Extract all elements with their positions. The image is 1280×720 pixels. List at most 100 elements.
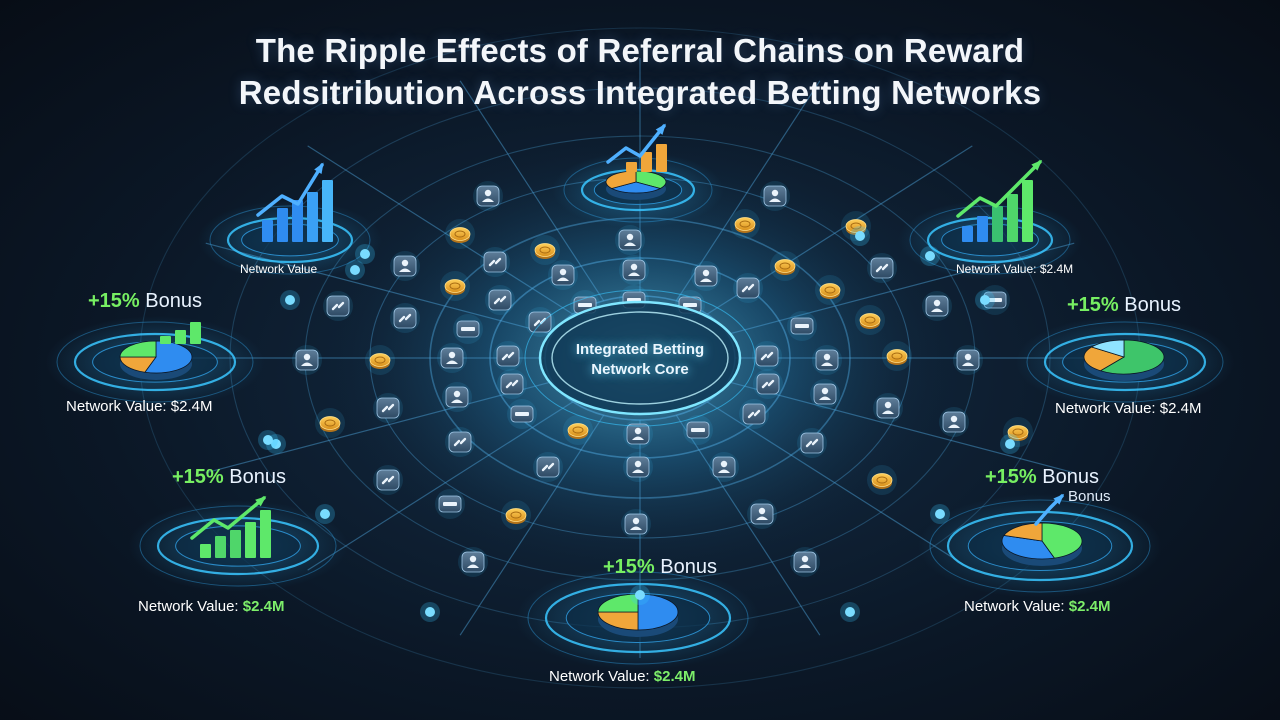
- bonus-badge-bottom-left: +15% Bonus: [172, 466, 286, 489]
- link-icon: [761, 379, 775, 389]
- link-icon: [448, 431, 472, 453]
- value-label-text: Network Value:: [138, 598, 243, 615]
- link-icon: [541, 462, 555, 472]
- trend-arrow-head: [1031, 159, 1043, 171]
- bonus-badge-mid-right: +15% Bonus: [1067, 294, 1181, 317]
- network-node: [292, 345, 322, 375]
- glow-dot: [980, 295, 990, 305]
- user-icon: [453, 390, 461, 398]
- trend-arrow-line: [606, 124, 666, 164]
- trend-arrow-line: [956, 160, 1042, 218]
- user-icon: [632, 436, 644, 440]
- glow-dot-halo: [920, 246, 940, 266]
- coin-icon: [567, 423, 589, 437]
- bar-mark: [626, 162, 637, 172]
- user-icon: [948, 424, 960, 428]
- network-node: [623, 419, 653, 449]
- glow-dot: [1005, 439, 1015, 449]
- bonus-percent: +15%: [88, 290, 140, 312]
- bar-mark: [1022, 180, 1033, 242]
- user-icon: [758, 507, 766, 515]
- link-icon: [870, 257, 894, 279]
- network-node: [730, 209, 760, 239]
- bar-mark: [200, 544, 211, 558]
- pie-slice: [1041, 522, 1083, 559]
- user-icon: [962, 362, 974, 366]
- referral-spoke: [307, 401, 574, 571]
- coin-icon: [734, 217, 756, 231]
- platform-outer: [139, 505, 337, 587]
- bar-mark: [307, 192, 318, 242]
- referral-spoke: [727, 381, 1075, 474]
- trend-arrow-line: [256, 163, 324, 217]
- glow-dot-halo: [258, 430, 278, 450]
- platform-outer: [209, 205, 371, 275]
- network-node: [445, 219, 475, 249]
- value-label-top-right: Network Value: $2.4M: [956, 262, 1073, 276]
- value-label-bottom-center: Network Value: $2.4M: [549, 668, 695, 685]
- bar-mark: [1007, 194, 1018, 242]
- user-icon: [632, 469, 644, 473]
- bonus-word: Bonus: [139, 290, 202, 312]
- card-icon: [515, 412, 529, 416]
- glow-dot-halo: [280, 290, 300, 310]
- network-node: [473, 181, 503, 211]
- title-line-2: Redsitribution Across Integrated Betting…: [238, 74, 1042, 111]
- bar-mark: [262, 220, 273, 242]
- coin-icon: [534, 243, 556, 257]
- core-ring-halo: [524, 289, 756, 427]
- chart-top-right: [956, 159, 1043, 242]
- link-icon: [500, 373, 524, 395]
- link-icon: [736, 277, 760, 299]
- coin-icon: [319, 416, 341, 430]
- pie-slice: [1099, 339, 1165, 375]
- user-icon: [933, 299, 941, 307]
- pie-slice: [1090, 339, 1125, 358]
- glow-dot-halo: [345, 260, 365, 280]
- bar-mark: [190, 322, 201, 344]
- glow-dot-halo: [420, 602, 440, 622]
- coin-icon: [449, 282, 461, 290]
- value-label-text: Network Value: [240, 262, 318, 276]
- link-icon: [528, 311, 552, 333]
- network-node: [501, 500, 531, 530]
- trend-arrow-head: [655, 123, 666, 135]
- glow-dot: [263, 435, 273, 445]
- referral-spoke: [459, 414, 605, 636]
- value-amount: $2.4M: [653, 668, 696, 685]
- trend-arrow-head: [314, 162, 324, 174]
- user-icon: [624, 242, 636, 246]
- coin-icon: [449, 227, 471, 241]
- pie-slice: [1003, 522, 1043, 542]
- coin-icon: [369, 353, 391, 367]
- user-icon: [882, 410, 894, 414]
- bonus-percent: +15%: [172, 466, 224, 488]
- chart-mid-right: [1083, 339, 1165, 381]
- network-node: [812, 345, 842, 375]
- network-node: [365, 345, 395, 375]
- link-icon: [381, 403, 395, 413]
- glow-dot: [855, 231, 865, 241]
- link-icon: [760, 351, 774, 361]
- coin-icon: [859, 313, 881, 327]
- referral-spoke: [307, 145, 574, 315]
- network-node: [867, 465, 897, 495]
- network-node: [683, 415, 713, 445]
- network-node: [373, 393, 403, 423]
- coin-icon: [324, 419, 336, 427]
- coin-icon: [739, 220, 751, 228]
- user-icon: [821, 387, 829, 395]
- bar-mark: [656, 144, 667, 172]
- core-label-line-1: Integrated Betting: [575, 341, 705, 358]
- user-icon: [303, 353, 311, 361]
- user-icon: [634, 427, 642, 435]
- platform-ring: [946, 510, 1134, 582]
- value-label-text: Network Value: $2.4M: [66, 398, 213, 415]
- user-icon: [448, 351, 456, 359]
- network-node: [442, 382, 472, 412]
- bar-mark: [260, 510, 271, 558]
- network-node: [315, 408, 345, 438]
- user-icon: [446, 360, 458, 364]
- link-icon: [496, 345, 520, 367]
